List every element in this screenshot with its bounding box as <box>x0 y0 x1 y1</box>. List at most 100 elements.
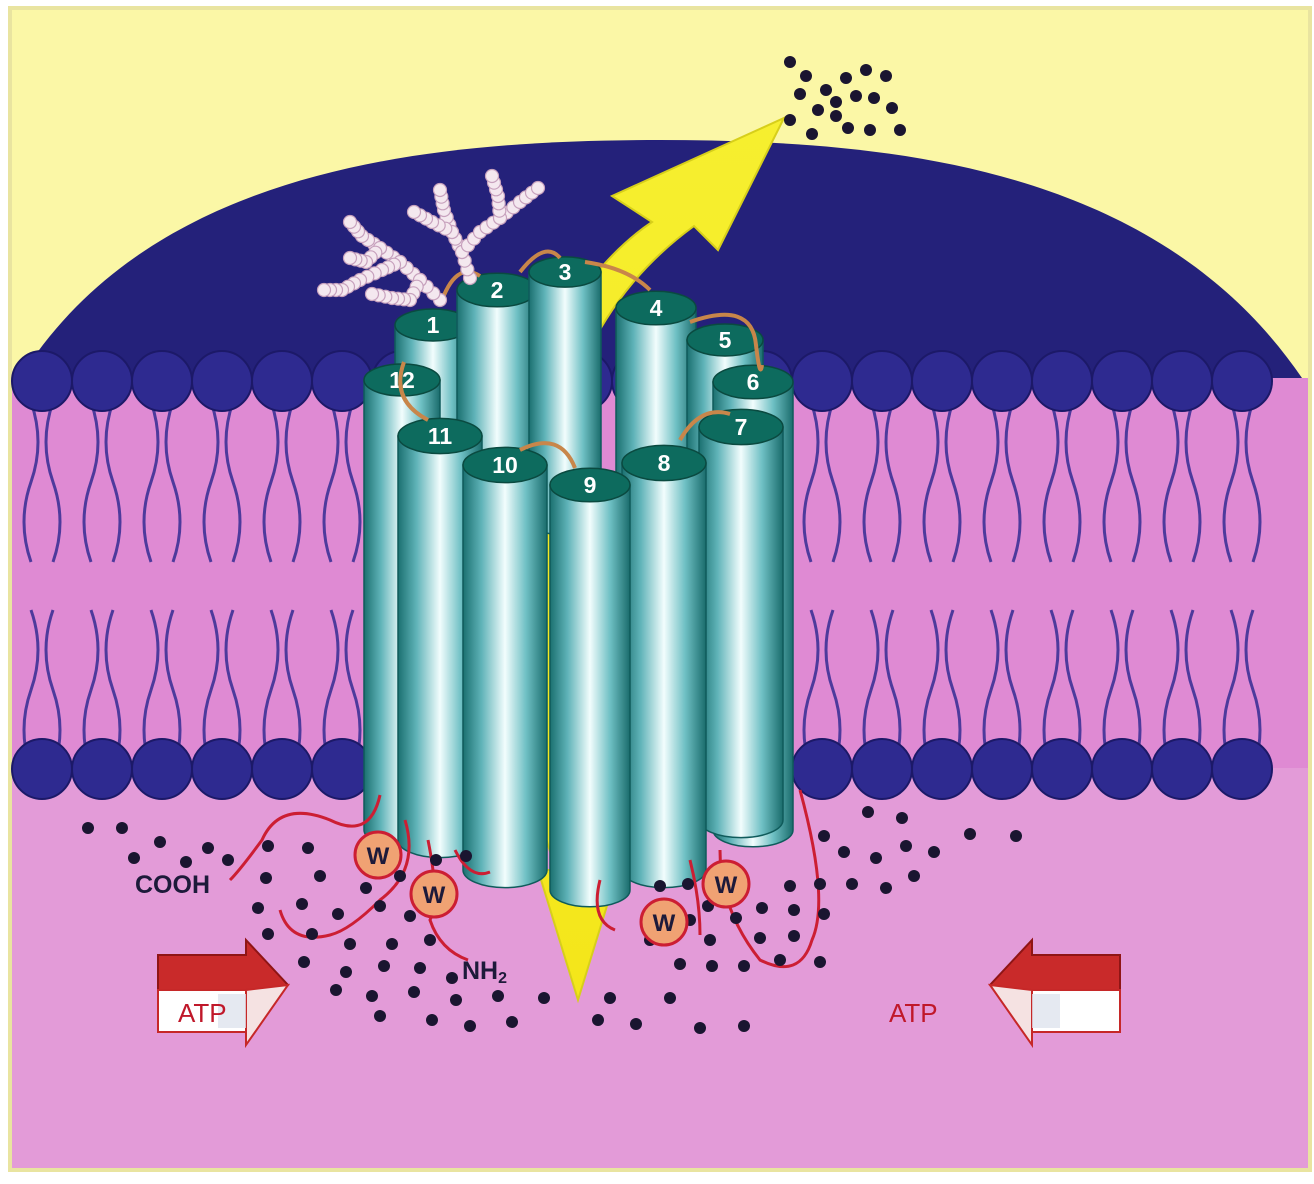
substrate-molecule <box>682 878 694 890</box>
lipid-head-group <box>1212 351 1272 411</box>
tryptophan-site: W <box>703 861 749 907</box>
substrate-molecule <box>330 984 342 996</box>
helix-body <box>550 485 630 907</box>
substrate-molecule <box>450 994 462 1006</box>
cooh-terminal-label: COOH <box>135 871 210 899</box>
substrate-molecule <box>604 992 616 1004</box>
substrate-molecule <box>838 846 850 858</box>
substrate-molecule <box>492 990 504 1002</box>
helix-number-label: 4 <box>650 295 663 321</box>
lipid-head-group <box>252 739 312 799</box>
tryptophan-label: W <box>715 872 738 899</box>
substrate-molecule <box>830 96 842 108</box>
substrate-molecule <box>818 908 830 920</box>
substrate-molecule <box>116 822 128 834</box>
helix-8: 8 <box>622 445 706 887</box>
lipid-head-group <box>12 739 72 799</box>
substrate-molecule <box>794 88 806 100</box>
lipid-head-group <box>12 351 72 411</box>
substrate-molecule <box>386 938 398 950</box>
lipid-head-group <box>192 739 252 799</box>
glycan-bead <box>434 184 447 197</box>
substrate-molecule <box>460 850 472 862</box>
substrate-molecule <box>928 846 940 858</box>
lipid-head-group <box>1092 739 1152 799</box>
substrate-molecule <box>842 122 854 134</box>
substrate-molecule <box>814 878 826 890</box>
lipid-head-group <box>192 351 252 411</box>
substrate-molecule <box>426 1014 438 1026</box>
helix-9: 9 <box>550 468 630 907</box>
substrate-molecule <box>814 956 826 968</box>
substrate-molecule <box>464 1020 476 1032</box>
helix-number-label: 11 <box>428 423 453 449</box>
helix-body <box>699 427 783 838</box>
atp-label-left: ATP <box>178 998 227 1028</box>
lipid-head-group <box>1092 351 1152 411</box>
tryptophan-label: W <box>653 910 676 937</box>
glycan-bead <box>366 288 379 301</box>
substrate-molecule <box>1010 830 1022 842</box>
substrate-molecule <box>654 880 666 892</box>
lipid-head-group <box>132 351 192 411</box>
substrate-molecule <box>880 70 892 82</box>
substrate-molecule <box>360 882 372 894</box>
substrate-molecule <box>868 92 880 104</box>
lipid-head-group <box>1152 351 1212 411</box>
lipid-head-group <box>72 739 132 799</box>
helix-7: 7 <box>699 409 783 837</box>
substrate-molecule <box>222 854 234 866</box>
glycan-bead <box>344 252 357 265</box>
lipid-head-group <box>72 351 132 411</box>
substrate-molecule <box>886 102 898 114</box>
substrate-molecule <box>374 1010 386 1022</box>
substrate-molecule <box>306 928 318 940</box>
atp-label-right: ATP <box>889 998 938 1028</box>
substrate-molecule <box>840 72 852 84</box>
substrate-molecule <box>408 986 420 998</box>
substrate-molecule <box>340 966 352 978</box>
substrate-molecule <box>296 898 308 910</box>
helix-number-label: 9 <box>584 472 597 498</box>
tryptophan-site: W <box>355 832 401 878</box>
substrate-molecule <box>730 912 742 924</box>
substrate-molecule <box>202 842 214 854</box>
transmembrane-helices: 123451261110789 <box>364 252 793 907</box>
substrate-molecule <box>262 840 274 852</box>
substrate-molecule <box>738 960 750 972</box>
substrate-molecule <box>754 932 766 944</box>
substrate-molecule <box>774 954 786 966</box>
substrate-molecule <box>738 1020 750 1032</box>
substrate-molecule <box>260 872 272 884</box>
glycan-bead <box>532 182 545 195</box>
lipid-head-group <box>852 739 912 799</box>
substrate-molecule <box>630 1018 642 1030</box>
glycan-bead <box>486 170 499 183</box>
substrate-molecule <box>180 856 192 868</box>
lipid-head-group <box>1032 351 1092 411</box>
substrate-molecule <box>896 812 908 824</box>
substrate-molecule <box>820 84 832 96</box>
substrate-molecule <box>784 114 796 126</box>
substrate-molecule <box>506 1016 518 1028</box>
substrate-molecule <box>674 958 686 970</box>
substrate-molecule <box>908 870 920 882</box>
substrate-molecule <box>756 902 768 914</box>
substrate-molecule <box>252 902 264 914</box>
substrate-molecule <box>784 56 796 68</box>
substrate-molecule <box>706 960 718 972</box>
lipid-head-group <box>132 739 192 799</box>
substrate-molecule <box>592 1014 604 1026</box>
helix-number-label: 3 <box>559 259 572 285</box>
substrate-molecule <box>332 908 344 920</box>
lipid-head-group <box>972 739 1032 799</box>
substrate-molecule <box>818 830 830 842</box>
lipid-head-group <box>912 739 972 799</box>
lipid-head-group <box>1032 739 1092 799</box>
substrate-molecule <box>366 990 378 1002</box>
helix-number-label: 10 <box>492 452 518 478</box>
tryptophan-site: W <box>411 871 457 917</box>
lipid-head-group <box>852 351 912 411</box>
